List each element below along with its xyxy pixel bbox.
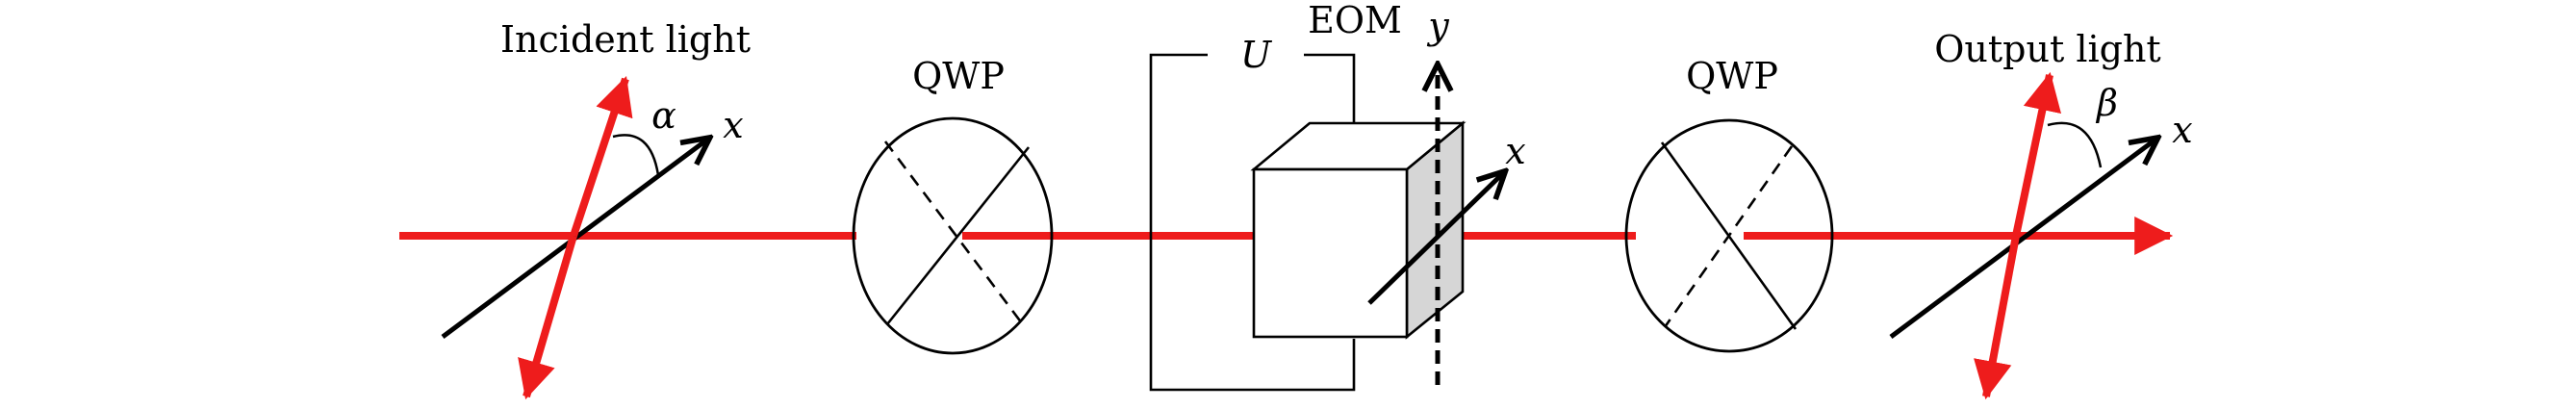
voltage-label: U (1240, 34, 1273, 76)
angle-arc-beta (2047, 121, 2103, 168)
voltage-circuit-wire-top (1304, 53, 1356, 123)
polarization-right-up-arrow (2012, 71, 2062, 237)
qwp-right-dashed-axis (1663, 145, 1794, 328)
polarization-right-down-arrow (1974, 235, 2020, 400)
angle-alpha-label: α (651, 94, 676, 137)
axis-x-left-label: x (723, 104, 743, 146)
angle-arc-alpha (612, 134, 660, 176)
axis-x-right-label: x (2172, 109, 2192, 151)
angle-beta-label: β (2095, 82, 2118, 124)
qwp-left-ellipse (852, 116, 1054, 355)
qwp-right-label: QWP (1686, 55, 1778, 97)
incident-light-label: Incident light (500, 18, 751, 61)
polarization-left-up-arrow (570, 75, 633, 238)
qwp-right-ellipse (1624, 118, 1834, 353)
qwp-left-solid-axis (885, 146, 1031, 325)
output-light-label: Output light (1934, 28, 2160, 70)
voltage-circuit-wire (1149, 53, 1356, 392)
eom-label: EOM (1308, 0, 1402, 41)
qwp-left-label: QWP (912, 55, 1005, 97)
qwp-left-dashed-axis (883, 141, 1024, 324)
x-axis-right-arrow (1889, 140, 2155, 340)
eom-cube-front-face (1252, 167, 1409, 339)
axis-x-eom-label: x (1505, 130, 1525, 172)
polarization-left-down-arrow (518, 234, 577, 400)
x-axis-eom-arrow (1367, 173, 1503, 305)
axis-y-label: y (1426, 5, 1449, 47)
